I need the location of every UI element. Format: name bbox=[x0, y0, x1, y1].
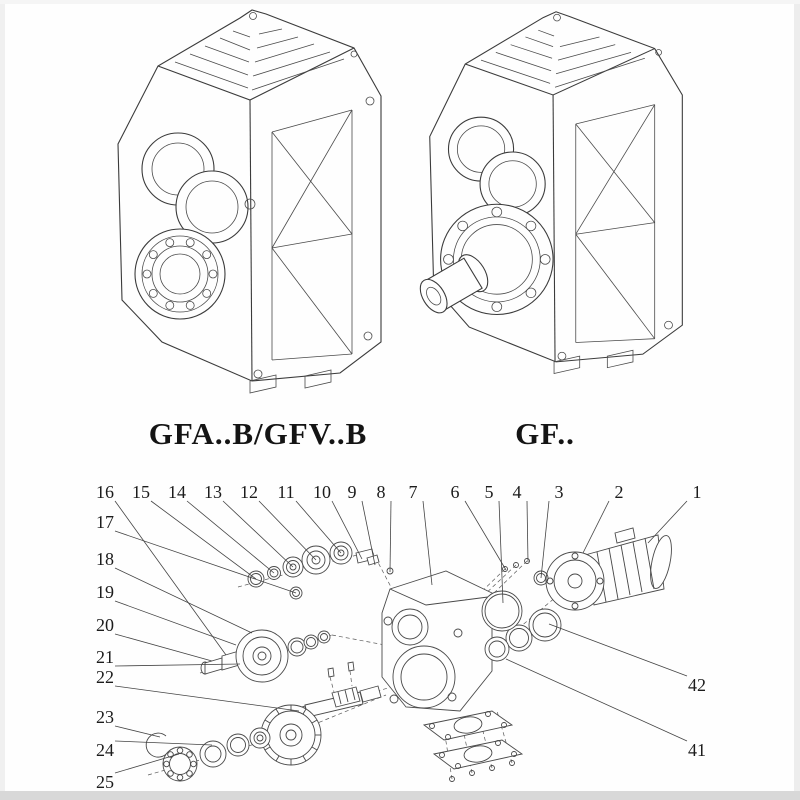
part-number-callout: 42 bbox=[688, 675, 706, 695]
part-number-callout: 24 bbox=[96, 740, 114, 760]
output-shaft bbox=[419, 254, 489, 314]
cooling-fins bbox=[174, 28, 345, 91]
housing-outline bbox=[429, 11, 683, 363]
part-number-callout: 12 bbox=[240, 482, 258, 502]
part-number-callout: 15 bbox=[132, 482, 150, 502]
part-number-callout: 10 bbox=[313, 482, 331, 502]
part-number-callout: 4 bbox=[512, 482, 522, 502]
part-number-callout: 22 bbox=[96, 667, 114, 687]
part-number-callout: 5 bbox=[484, 482, 494, 502]
part-number-callout: 17 bbox=[96, 512, 114, 532]
leader-lines bbox=[114, 500, 688, 774]
part-number-callout: 14 bbox=[168, 482, 186, 502]
cover-plates bbox=[422, 710, 524, 782]
exploded-view-drawing bbox=[114, 500, 688, 799]
output-gear bbox=[260, 704, 322, 766]
output-bearing-detail bbox=[134, 228, 226, 320]
part-number-callout: 20 bbox=[96, 615, 114, 635]
part-number-callout: 16 bbox=[96, 482, 114, 502]
side-panel-frame bbox=[244, 50, 375, 379]
mounting-feet bbox=[249, 369, 332, 394]
part-number-callout: 8 bbox=[376, 482, 386, 502]
part-number-callout: 9 bbox=[347, 482, 357, 502]
part-number-callout: 19 bbox=[96, 582, 114, 602]
part-number-callout: 7 bbox=[408, 482, 418, 502]
part-number-callout: 11 bbox=[277, 482, 295, 502]
part-number-callout: 41 bbox=[688, 740, 706, 760]
part-number-callout: 25 bbox=[96, 772, 114, 792]
part-number-callout: 1 bbox=[692, 482, 702, 502]
cooling-fins bbox=[480, 29, 645, 88]
part-number-callout: 18 bbox=[96, 549, 114, 569]
part-number-callout: 21 bbox=[96, 647, 114, 667]
part-number-callout: 6 bbox=[450, 482, 460, 502]
intermediate-gear-cluster bbox=[200, 629, 331, 683]
part-number-callout: 2 bbox=[614, 482, 624, 502]
motor-side-rings bbox=[481, 558, 562, 662]
output-bearing-set bbox=[145, 727, 271, 782]
model-label-gf: GF.. bbox=[515, 416, 575, 451]
gear-bores bbox=[447, 116, 546, 217]
side-panel-frame bbox=[557, 49, 673, 361]
gear-bores bbox=[141, 132, 249, 244]
part-number-callout: 13 bbox=[204, 482, 222, 502]
model-label-gfab: GFA..B/GFV..B bbox=[148, 416, 368, 451]
gearbox-drawing-gf bbox=[419, 11, 683, 374]
gearbox-drawing-gfab bbox=[117, 9, 382, 394]
gearbox-housing bbox=[381, 570, 493, 712]
part-number-callout: 23 bbox=[96, 707, 114, 727]
housing-outline bbox=[117, 9, 382, 382]
mounting-feet bbox=[553, 349, 634, 374]
part-number-callout: 3 bbox=[554, 482, 564, 502]
motor-assembly bbox=[545, 527, 672, 611]
